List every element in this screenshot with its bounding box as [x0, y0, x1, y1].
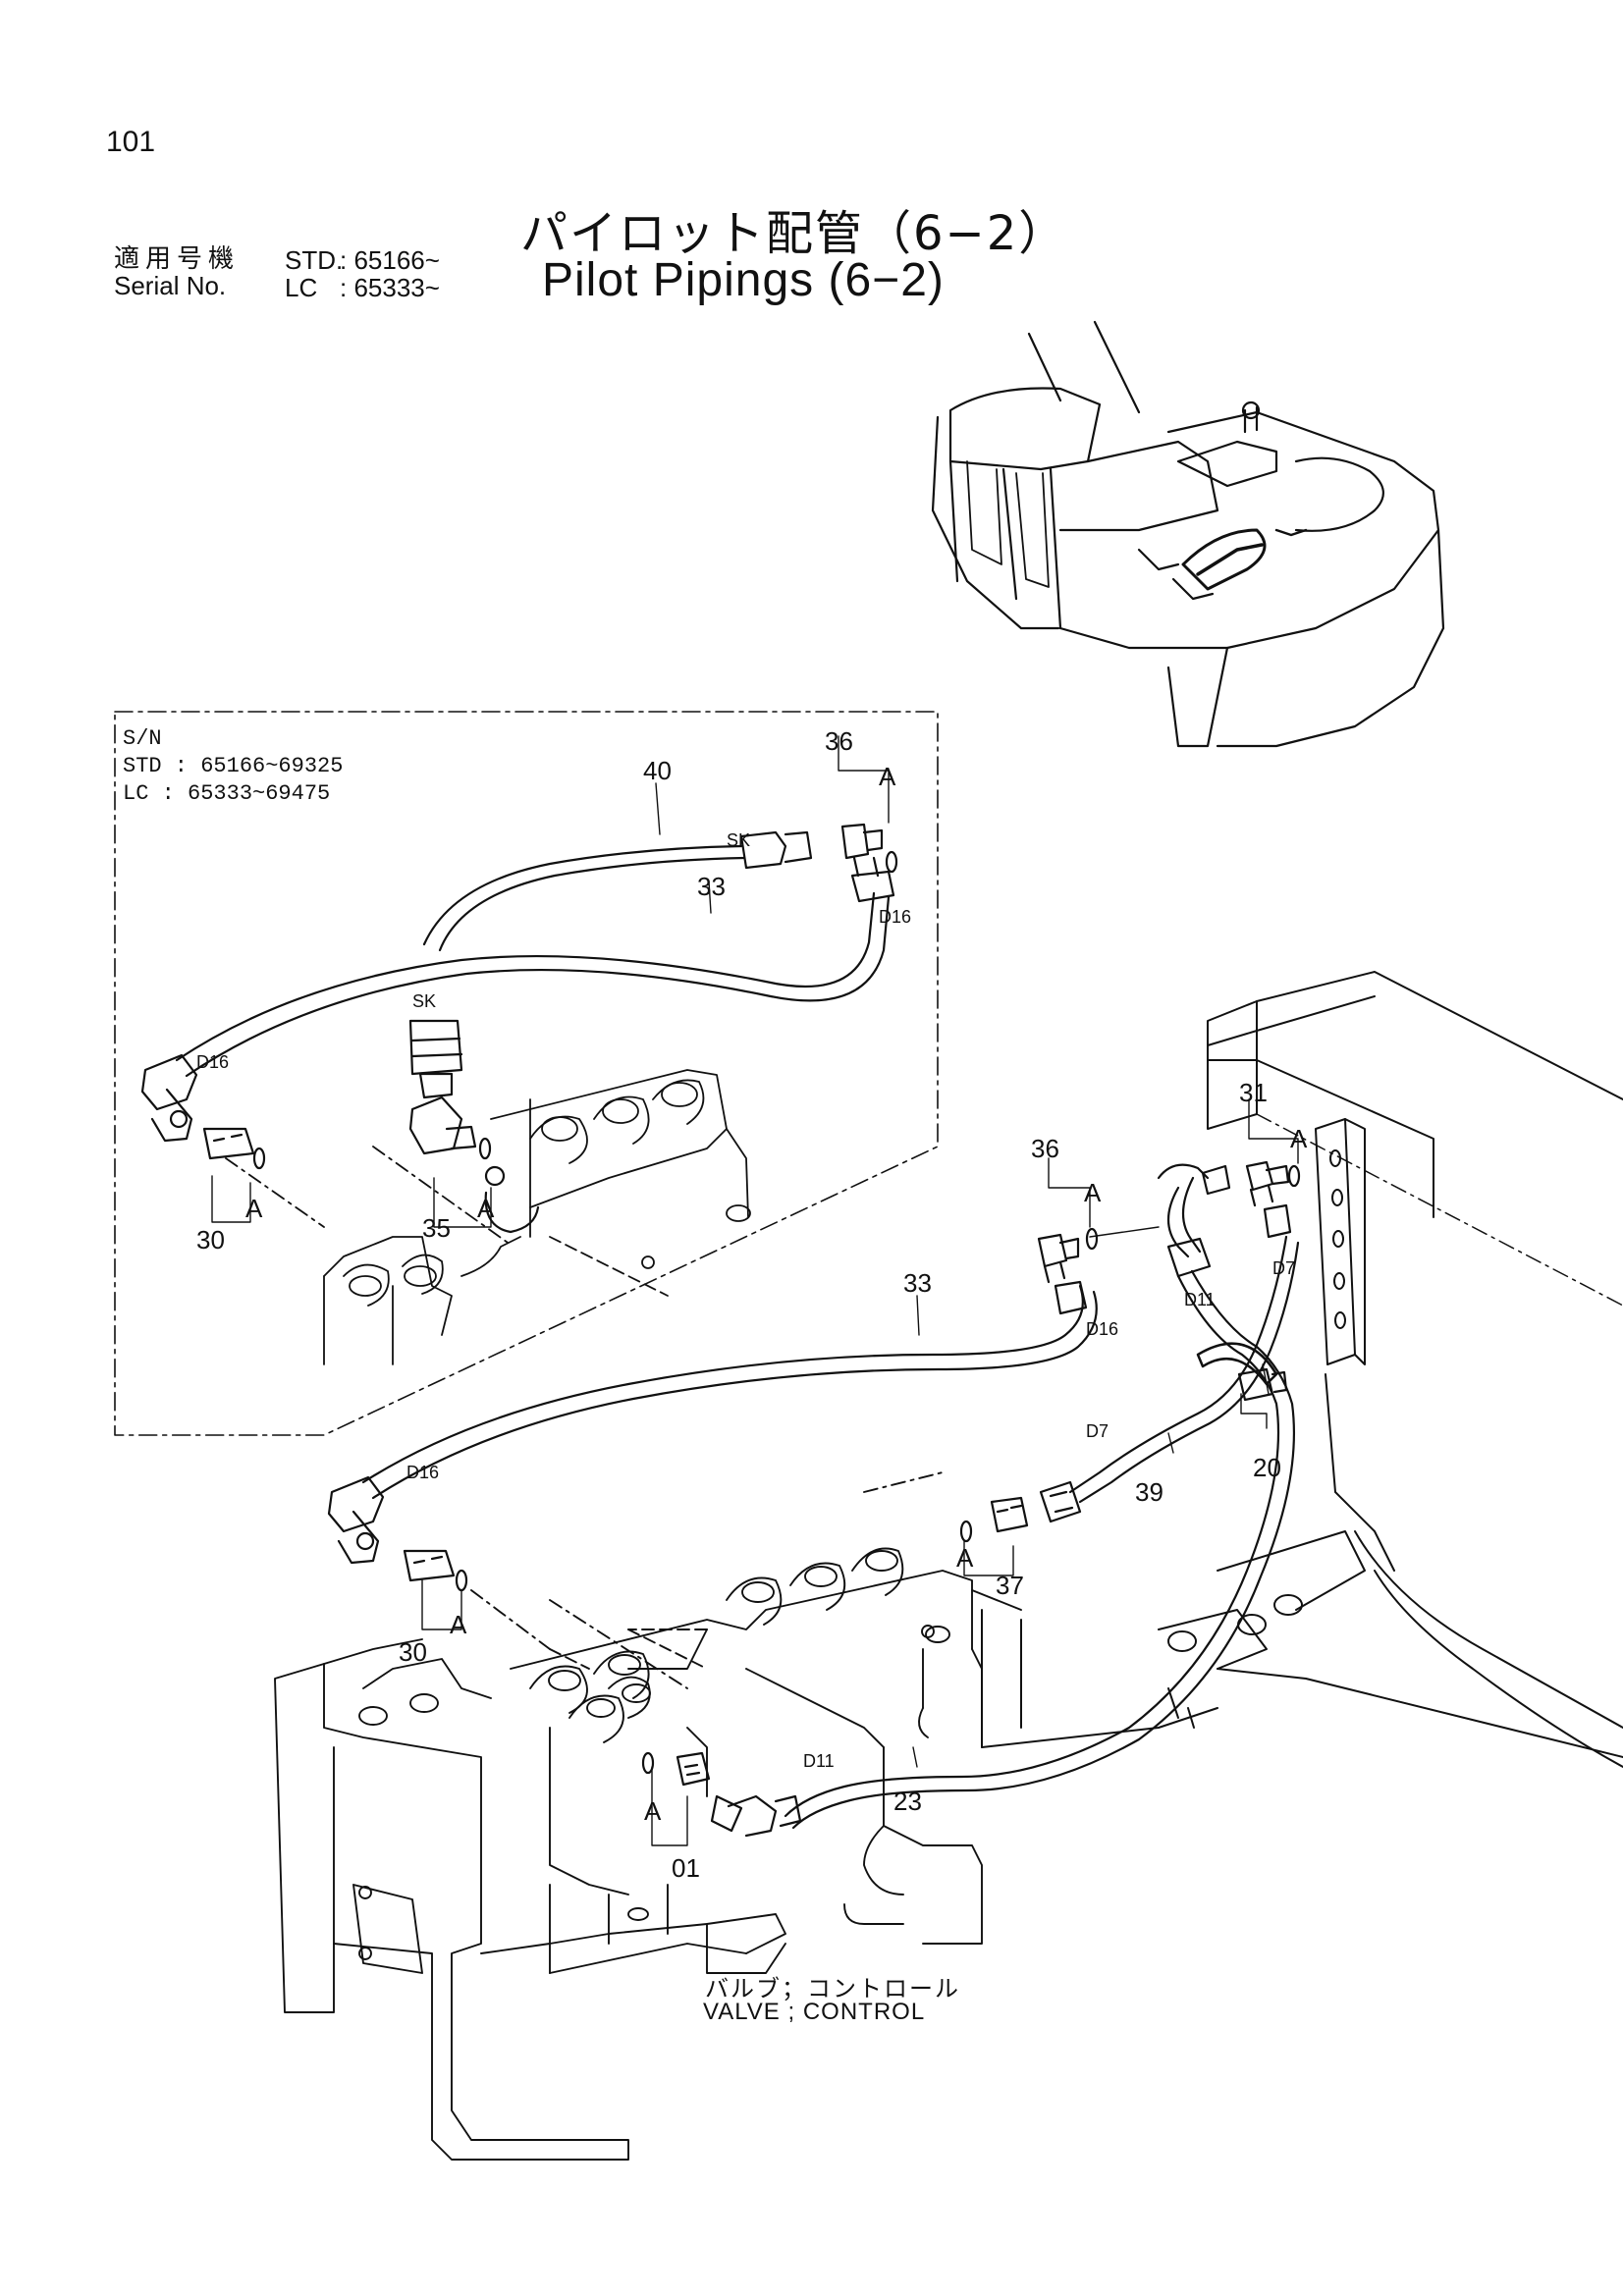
main-leaders [421, 1098, 1299, 1846]
callout-36: 36 [1031, 1134, 1059, 1163]
inset-callout-30: 30 [196, 1225, 225, 1255]
callout-A-36: A [1084, 1178, 1102, 1207]
label-d11-upper: D11 [1184, 1290, 1216, 1309]
callout-20: 20 [1253, 1453, 1281, 1482]
inset-callout-A-mid: A [477, 1194, 495, 1223]
callout-A-37: A [956, 1543, 974, 1573]
callout-A-30: A [450, 1610, 467, 1639]
valve-label-japanese: バルブ；コントロール [705, 1975, 960, 2002]
valve-label-english: VALVE ; CONTROL [703, 1999, 926, 2025]
inset-callout-35: 35 [422, 1213, 451, 1243]
label-d16-left: D16 [406, 1463, 440, 1482]
callout-33: 33 [903, 1268, 932, 1298]
inset-label-sk-left: SK [412, 991, 437, 1011]
main-frame-structure [981, 971, 1623, 1768]
callout-01: 01 [672, 1853, 700, 1883]
std-label: STD. [285, 245, 344, 275]
title-english: Pilot Pipings (6−2) [542, 254, 945, 306]
title-japanese: パイロット配管（6−2） [520, 206, 1068, 261]
inset-callout-A-left: A [245, 1194, 263, 1223]
callout-23: 23 [893, 1787, 922, 1816]
inset-callout-36: 36 [825, 726, 853, 756]
lc-label: LC [285, 273, 318, 302]
label-d16-right: D16 [1086, 1319, 1119, 1339]
callout-30: 30 [399, 1637, 427, 1667]
inset-callout-33: 33 [697, 872, 726, 901]
label-d7-lower: D7 [1086, 1421, 1109, 1441]
serial-label-jp: 適用号機 [114, 243, 241, 273]
callout-39: 39 [1135, 1477, 1163, 1507]
inset-leaders [211, 735, 890, 1228]
inset-sn-label: S/N [123, 726, 162, 751]
inset-frame [114, 711, 939, 1436]
callout-A-01: A [644, 1796, 662, 1826]
label-d11-lower: D11 [803, 1751, 835, 1771]
label-d7-upper: D7 [1272, 1258, 1296, 1278]
lc-value: : 65333~ [340, 273, 440, 302]
callout-A-31: A [1290, 1124, 1308, 1153]
inset-label-d16-left: D16 [196, 1052, 230, 1072]
inset-callout-40: 40 [643, 756, 672, 785]
serial-label-en: Serial No. [114, 271, 227, 300]
main-fittings [327, 1160, 1301, 1838]
inset-hoses [175, 844, 891, 1078]
inset-callout-A: A [879, 762, 896, 791]
inset-std-range: STD : 65166~69325 [123, 754, 344, 778]
inset-lc-range: LC : 65333~69475 [123, 781, 331, 806]
std-value: : 65166~ [340, 245, 440, 275]
inset-valve-body [225, 1069, 751, 1365]
page-number: 101 [106, 126, 156, 158]
callout-31: 31 [1239, 1078, 1268, 1107]
inset-label-sk-top: SK [727, 830, 751, 850]
inset-label-d16-right: D16 [879, 907, 912, 927]
excavator-thumbnail [931, 320, 1445, 748]
callout-37: 37 [996, 1571, 1024, 1600]
main-hoses [361, 1176, 1300, 1830]
inset-fittings [140, 823, 898, 1234]
main-valve-body [274, 1471, 1022, 2161]
